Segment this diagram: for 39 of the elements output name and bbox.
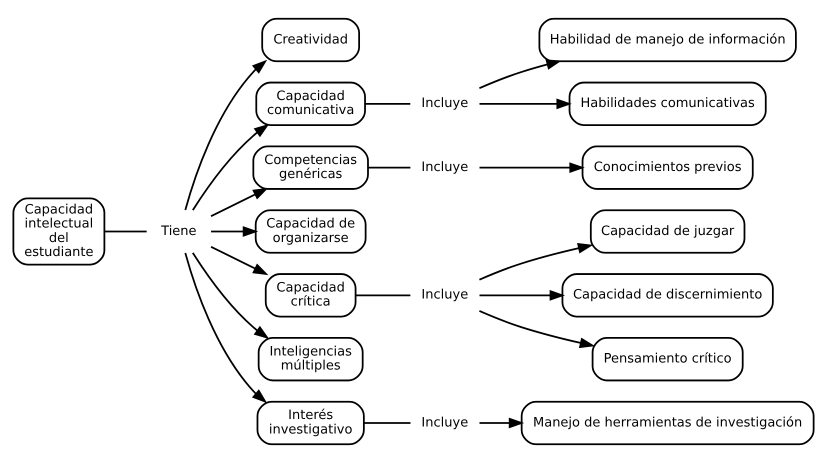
node-box: Manejo de herramientas de investigación (520, 400, 815, 445)
arrow (210, 245, 268, 275)
arrow (479, 242, 594, 280)
node-text: Tiene (161, 223, 197, 238)
node-box: Habilidad de manejo de información (538, 17, 797, 62)
node-text: Incluye (421, 159, 468, 174)
node-text: Incluye (421, 287, 468, 302)
arrow (479, 58, 562, 89)
arrow (192, 123, 270, 210)
arrow (210, 187, 268, 217)
connector (356, 294, 410, 296)
node-box: Capacidad crítica (264, 272, 356, 317)
connector (104, 230, 147, 232)
node-box: Capacidad de organizarse (254, 208, 367, 254)
arrow (480, 289, 566, 300)
arrow (480, 162, 585, 173)
node-box: Capacidad de juzgar (590, 208, 746, 254)
arrow (479, 310, 596, 348)
node-box: Habilidades comunicativas (568, 81, 767, 126)
node-box: Conocimientos previos (582, 145, 754, 190)
arrow (211, 226, 258, 236)
node-box: Competencias genéricas (252, 145, 369, 190)
node-box: Pensamiento crítico (592, 336, 744, 381)
connector (368, 166, 410, 168)
arrow (480, 417, 524, 428)
node-box: Capacidad intelectual del estudiante (12, 197, 106, 265)
node-box: Capacidad de discernimiento (562, 272, 774, 317)
connector (365, 102, 410, 104)
node-box: Inteligencias múltiples (258, 336, 364, 381)
arrow (184, 59, 268, 210)
node-text: Incluye (421, 414, 468, 430)
arrow (184, 252, 268, 403)
node-box: Creatividad (261, 17, 360, 62)
node-text: Incluye (421, 96, 468, 111)
arrow (480, 98, 572, 109)
node-box: Interés investigativo (256, 400, 365, 445)
node-box: Capacidad comunicativa (255, 81, 366, 126)
connector (364, 422, 410, 424)
arrow (192, 252, 270, 339)
